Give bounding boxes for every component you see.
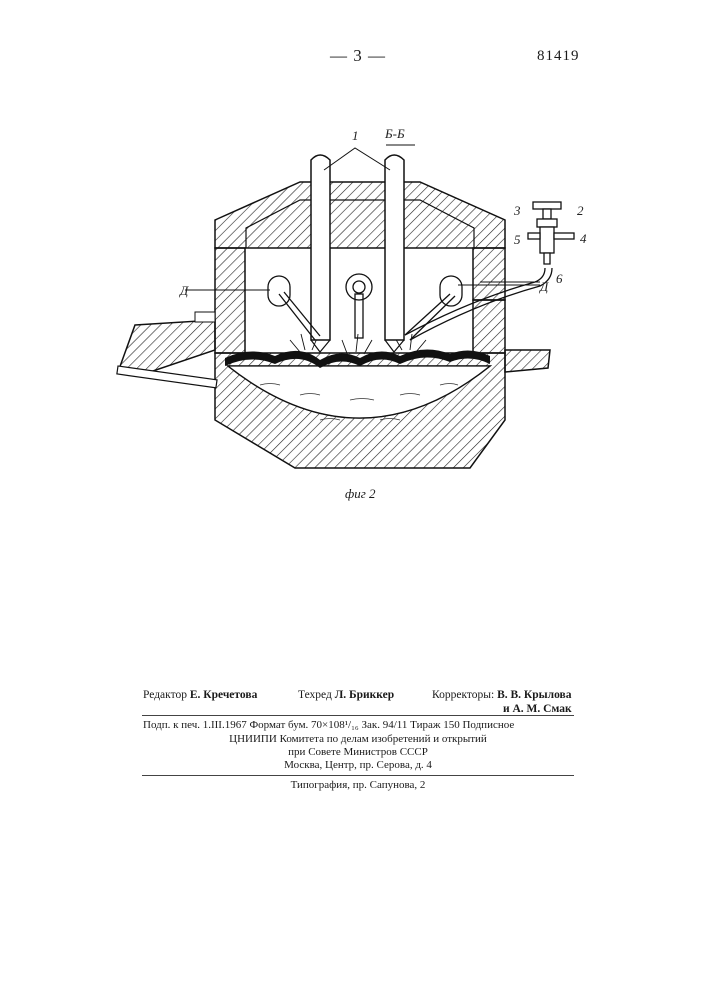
corrector-2: и А. М. Смак: [503, 703, 572, 715]
imprint-line-4: Москва, Центр, пр. Серова, д. 4: [138, 759, 578, 771]
editor-label: Редактор: [143, 689, 187, 701]
techred-name: Л. Бриккер: [335, 689, 394, 701]
furnace-roof: [215, 182, 505, 248]
figure-caption: фиг 2: [345, 486, 376, 502]
divider-bottom: [142, 775, 574, 776]
techred-label: Техред: [298, 689, 332, 701]
printer-line: Типография, пр. Сапунова, 2: [138, 779, 578, 791]
callout-2: 2: [577, 203, 584, 218]
section-label: Б-Б: [384, 126, 405, 141]
editor-name: Е. Кречетова: [190, 689, 257, 701]
callout-6: 6: [556, 271, 563, 286]
corrector-2-line: и А. М. Смак: [503, 703, 572, 715]
callout-3: 3: [513, 203, 521, 218]
editor-credit: Редактор Е. Кречетова: [143, 689, 257, 701]
callout-4: 4: [580, 231, 587, 246]
techred-credit: Техред Л. Бриккер: [298, 689, 394, 701]
callout-1: 1: [352, 128, 359, 143]
imprint-line-2: ЦНИИПИ Комитета по делам изобретений и о…: [138, 733, 578, 745]
callout-d-left: Д: [178, 283, 189, 298]
correctors-credit: Корректоры: В. В. Крылова: [432, 689, 572, 701]
imprint-line-1: Подп. к печ. 1.III.1967 Формат бум. 70×1…: [143, 719, 514, 731]
left-wall: [215, 248, 245, 353]
imprint-line-3: при Совете Министров СССР: [138, 746, 578, 758]
callout-5: 5: [514, 232, 521, 247]
left-spout: [118, 320, 215, 372]
callout-d-right: Д: [538, 279, 549, 294]
divider-top: [142, 715, 574, 716]
valve-assembly: [528, 202, 574, 264]
right-spout: [505, 350, 550, 372]
corrector-1: В. В. Крылова: [497, 689, 571, 701]
furnace-cross-section-figure: Б-Б 1 2 3 4 5 6 Д Д: [0, 0, 707, 520]
correctors-label: Корректоры:: [432, 689, 494, 701]
